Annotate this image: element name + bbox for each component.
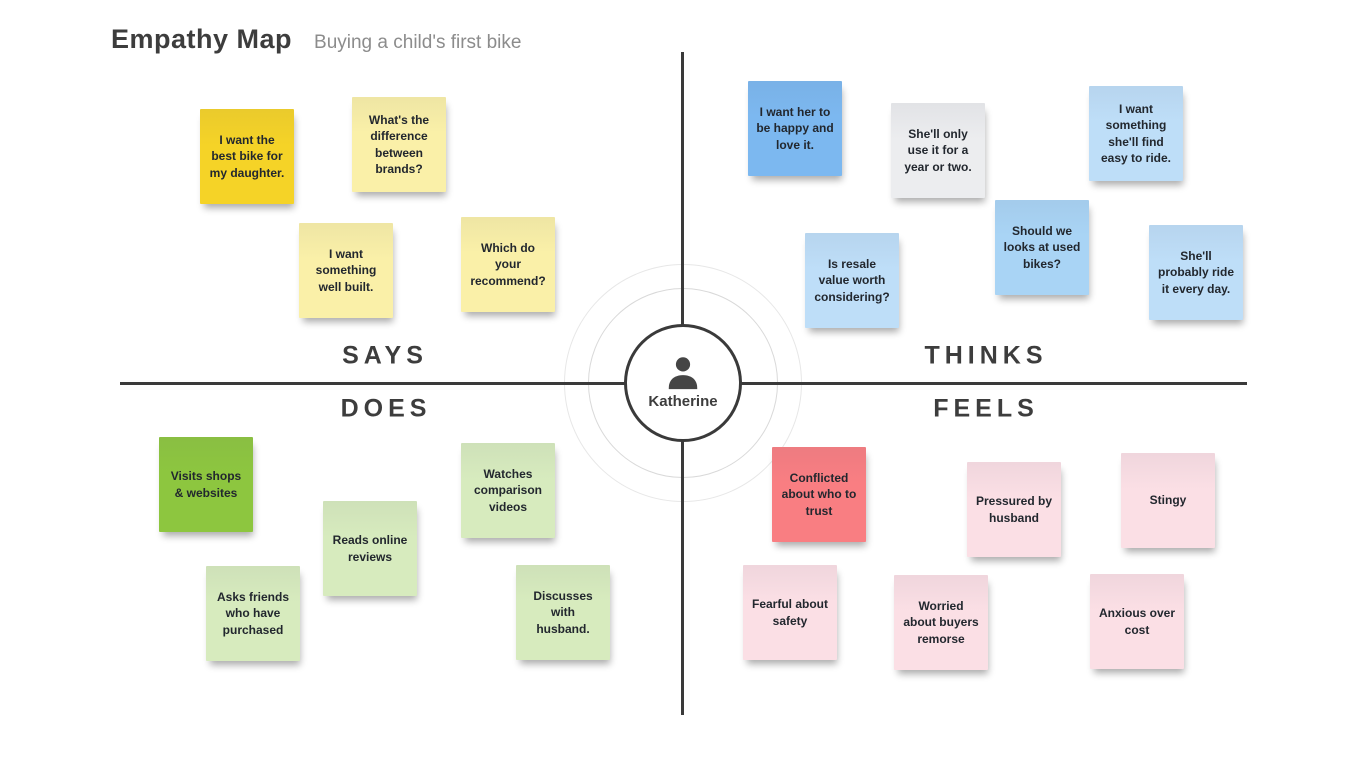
sticky-note-does[interactable]: Asks friends who have purchased — [206, 566, 300, 661]
sticky-note-thinks[interactable]: Should we looks at used bikes? — [995, 200, 1089, 295]
sticky-note-does[interactable]: Reads online reviews — [323, 501, 417, 596]
sticky-note-thinks[interactable]: Is resale value worth considering? — [805, 233, 899, 328]
sticky-note-feels[interactable]: Conflicted about who to trust — [772, 447, 866, 542]
page-subtitle: Buying a child's first bike — [314, 32, 522, 53]
quadrant-label-does: DOES — [340, 394, 432, 423]
sticky-note-says[interactable]: I want the best bike for my daughter. — [200, 109, 294, 204]
sticky-note-feels[interactable]: Pressured by husband — [967, 462, 1061, 557]
page-title: Empathy Map — [111, 24, 293, 54]
header: Empathy Map Buying a child's first bike — [111, 24, 521, 55]
sticky-note-thinks[interactable]: She'll only use it for a year or two. — [891, 103, 985, 198]
sticky-note-says[interactable]: I want something well built. — [299, 223, 393, 318]
sticky-note-thinks[interactable]: I want something she'll find easy to rid… — [1089, 86, 1183, 181]
sticky-note-thinks[interactable]: I want her to be happy and love it. — [748, 81, 842, 176]
sticky-note-feels[interactable]: Worried about buyers remorse — [894, 575, 988, 670]
sticky-note-feels[interactable]: Fearful about safety — [743, 565, 837, 660]
sticky-note-says[interactable]: What's the difference between brands? — [352, 97, 446, 192]
sticky-note-feels[interactable]: Anxious over cost — [1090, 574, 1184, 669]
sticky-note-does[interactable]: Visits shops & websites — [159, 437, 253, 532]
quadrant-label-says: SAYS — [342, 341, 428, 370]
quadrant-label-feels: FEELS — [933, 394, 1039, 423]
sticky-note-thinks[interactable]: She'll probably ride it every day. — [1149, 225, 1243, 320]
sticky-note-does[interactable]: Discusses with husband. — [516, 565, 610, 660]
persona-name: Katherine — [648, 393, 718, 410]
person-icon — [668, 357, 698, 390]
sticky-note-does[interactable]: Watches comparison videos — [461, 443, 555, 538]
sticky-note-feels[interactable]: Stingy — [1121, 453, 1215, 548]
quadrant-label-thinks: THINKS — [924, 341, 1048, 370]
sticky-note-says[interactable]: Which do your recommend? — [461, 217, 555, 312]
persona-circle[interactable]: Katherine — [624, 324, 742, 442]
